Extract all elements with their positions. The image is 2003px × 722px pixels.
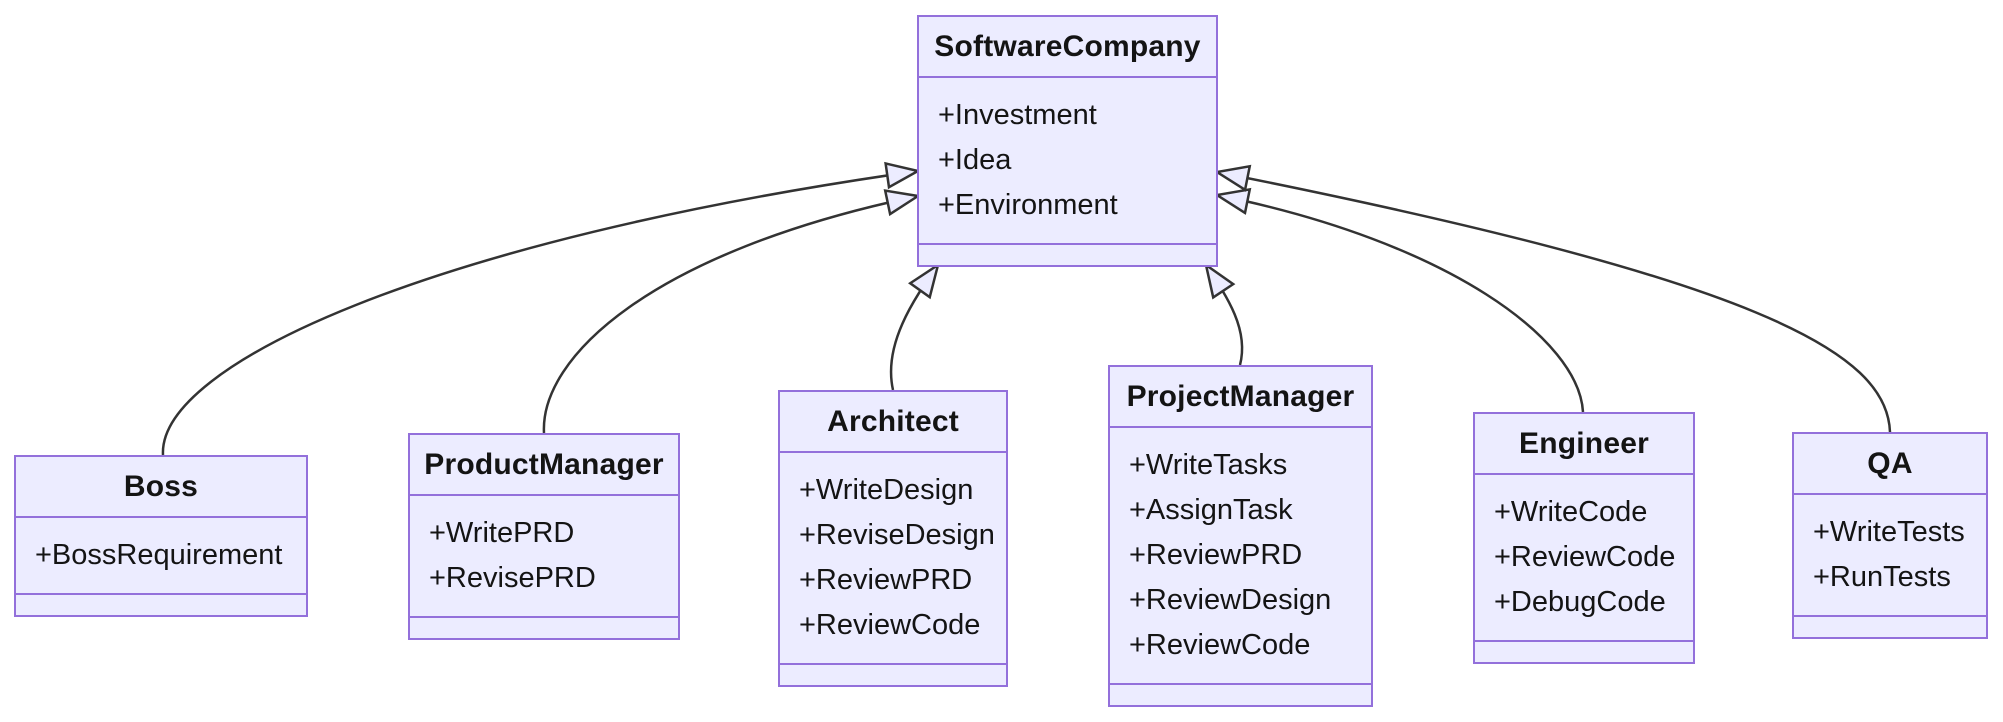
class-attributes-section: +WriteDesign +ReviseDesign +ReviewPRD +Revi… bbox=[780, 451, 1006, 663]
class-attribute: +WritePRD bbox=[429, 517, 575, 549]
class-methods-section-empty bbox=[16, 593, 306, 615]
class-attributes-section: +Investment +Idea +Environment bbox=[919, 76, 1216, 243]
class-node-software-company: SoftwareCompany +Investment +Idea +Environm… bbox=[917, 15, 1218, 267]
inheritance-edge-boss-to-software-company bbox=[161, 161, 922, 456]
inheritance-edge-project-manager-to-software-company bbox=[1204, 262, 1244, 366]
class-name-project-manager: ProjectManager bbox=[1126, 379, 1355, 413]
class-name-engineer: Engineer bbox=[1519, 426, 1649, 460]
class-name-software-company: SoftwareCompany bbox=[934, 29, 1201, 63]
class-name-qa: QA bbox=[1867, 446, 1913, 480]
class-node-qa: QA +WriteTests +RunTests bbox=[1792, 432, 1988, 639]
class-attribute: +Investment bbox=[938, 99, 1097, 131]
class-node-product-manager: ProductManager +WritePRD +RevisePRD bbox=[408, 433, 680, 640]
class-attribute: +ReviewCode bbox=[1129, 629, 1311, 661]
class-attribute: +RunTests bbox=[1813, 561, 1951, 593]
class-node-engineer: Engineer +WriteCode +ReviewCode +DebugCode bbox=[1473, 412, 1695, 664]
class-node-boss: Boss +BossRequirement bbox=[14, 455, 308, 617]
class-name-product-manager: ProductManager bbox=[424, 447, 664, 481]
class-name-boss: Boss bbox=[123, 469, 199, 503]
class-attribute: +Idea bbox=[938, 144, 1012, 176]
class-attribute: +BossRequirement bbox=[35, 539, 283, 571]
inheritance-edge-product-manager-to-software-company bbox=[542, 189, 922, 434]
class-attributes-section: +BossRequirement bbox=[16, 516, 306, 593]
class-attribute: +ReviewCode bbox=[799, 609, 981, 641]
class-attribute: +WriteCode bbox=[1494, 496, 1648, 528]
class-attribute: +RevisePRD bbox=[429, 562, 596, 594]
class-methods-section-empty bbox=[1110, 683, 1371, 705]
inheritance-edge-architect-to-software-company bbox=[889, 262, 941, 391]
class-attribute: +ReviewPRD bbox=[1129, 539, 1303, 571]
class-attributes-section: +WritePRD +RevisePRD bbox=[410, 494, 678, 616]
class-attributes-section: +WriteTests +RunTests bbox=[1794, 493, 1986, 615]
inheritance-edge-engineer-to-software-company bbox=[1213, 187, 1585, 413]
class-attribute: +ReviewPRD bbox=[799, 564, 973, 596]
class-attribute: +WriteTasks bbox=[1129, 449, 1288, 481]
class-attributes-section: +WriteCode +ReviewCode +DebugCode bbox=[1475, 473, 1693, 640]
class-attribute: +Environment bbox=[938, 189, 1118, 221]
class-name-architect: Architect bbox=[827, 404, 959, 438]
class-methods-section-empty bbox=[1475, 640, 1693, 662]
class-attribute: +WriteDesign bbox=[799, 474, 974, 506]
class-attribute: +WriteTests bbox=[1813, 516, 1965, 548]
class-node-project-manager: ProjectManager +WriteTasks +AssignTask +Rev… bbox=[1108, 365, 1373, 707]
class-attribute: +ReviseDesign bbox=[799, 519, 995, 551]
class-methods-section-empty bbox=[780, 663, 1006, 685]
inheritance-edge-qa-to-software-company bbox=[1213, 164, 1892, 433]
class-attribute: +AssignTask bbox=[1129, 494, 1293, 526]
class-methods-section-empty bbox=[410, 616, 678, 638]
class-attributes-section: +WriteTasks +AssignTask +ReviewPRD +ReviewD… bbox=[1110, 426, 1371, 683]
class-node-architect: Architect +WriteDesign +ReviseDesign +Revie… bbox=[778, 390, 1008, 687]
class-methods-section-empty bbox=[1794, 615, 1986, 637]
class-methods-section-empty bbox=[919, 243, 1216, 265]
class-attribute: +DebugCode bbox=[1494, 586, 1666, 618]
class-attribute: +ReviewDesign bbox=[1129, 584, 1332, 616]
class-attribute: +ReviewCode bbox=[1494, 541, 1676, 573]
